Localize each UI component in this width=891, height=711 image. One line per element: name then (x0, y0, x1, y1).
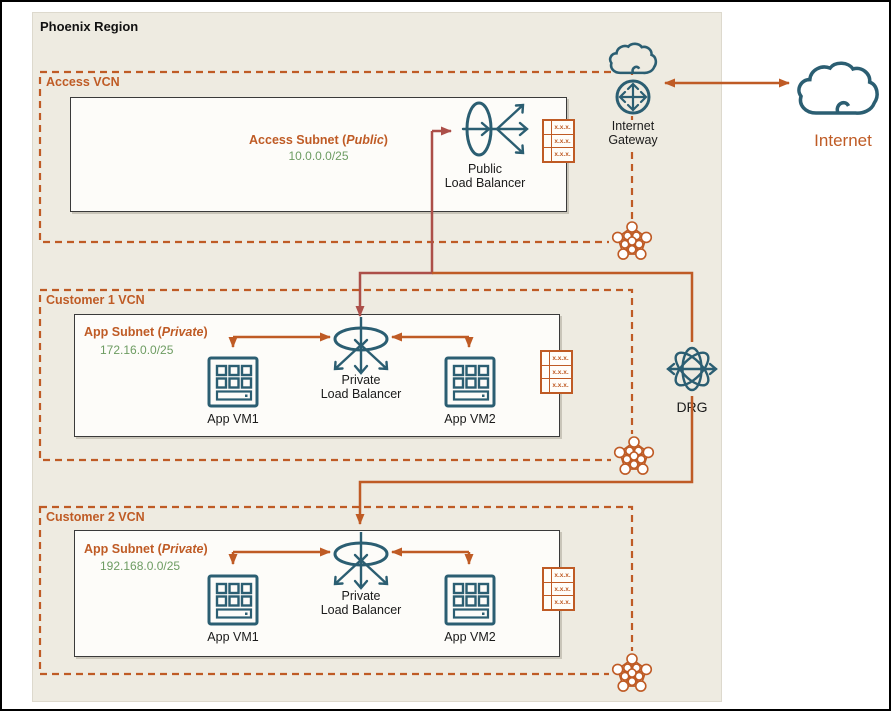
route-table-cell (544, 134, 552, 148)
customer2-vcn-border (38, 505, 634, 676)
customer2-vcn-label: Customer 2 VCN (46, 510, 145, 524)
access-subnet-kind: Public (346, 133, 384, 147)
route-table-cell (544, 582, 552, 596)
internet-label: Internet (814, 131, 872, 150)
route-table-entry: x.x.x. (554, 137, 571, 145)
customer2-vm2-label: App VM2 (444, 630, 496, 644)
access-subnet-name: Access Subnet ( (249, 133, 347, 147)
route-table-cell (544, 148, 552, 162)
security-list-icon-access (609, 219, 655, 265)
security-list-icon-customer2 (609, 651, 655, 697)
security-list-icon-customer1 (611, 434, 657, 480)
internet-gateway-cloud-icon (608, 42, 658, 75)
customer1-vm1-label: App VM1 (207, 412, 259, 426)
route-table-row: x.x.x. (544, 596, 573, 610)
route-table-entry: x.x.x. (554, 599, 571, 607)
internet-gateway-label-line1: Internet (611, 119, 655, 133)
customer2-subnet-cidr: 192.168.0.0/25 (100, 559, 181, 573)
public-lb-label: Public Load Balancer (425, 162, 545, 190)
customer1-private-lb-label-line1: Private (341, 373, 381, 387)
app-vm1-icon-customer1 (207, 356, 259, 408)
access-vcn-label: Access VCN (46, 75, 120, 89)
internet-gateway-icon (615, 79, 651, 115)
customer2-subnet-kind: Private (161, 542, 204, 556)
access-subnet-close: ) (383, 133, 388, 147)
private-load-balancer-icon-customer2 (333, 532, 389, 590)
route-table-row: x.x.x. (544, 148, 573, 162)
customer1-subnet-label: App Subnet (Private) (84, 325, 208, 339)
route-table-row: x.x.x. (544, 582, 573, 597)
customer2-private-lb-label: Private Load Balancer (301, 589, 421, 617)
region-title: Phoenix Region (40, 19, 139, 34)
customer2-route-table-icon: x.x.x. x.x.x. x.x.x. (542, 567, 575, 611)
customer1-vm2-label: App VM2 (444, 412, 496, 426)
public-lb-label-line1: Public (467, 162, 503, 176)
customer1-private-lb-label-line2: Load Balancer (320, 386, 402, 401)
customer2-vm1-label: App VM1 (207, 630, 259, 644)
route-table-cell (542, 379, 550, 393)
customer2-private-lb-label-line1: Private (341, 589, 381, 603)
customer1-private-lb-label: Private Load Balancer (301, 373, 421, 401)
route-table-cell (544, 121, 552, 134)
internet-gateway-label-line2: Gateway (608, 132, 658, 147)
customer1-subnet-close: ) (203, 325, 208, 339)
route-table-entry: x.x.x. (554, 571, 571, 579)
customer2-private-lb-label-line2: Load Balancer (320, 602, 402, 617)
route-table-row: x.x.x. (542, 379, 571, 393)
drg-label: DRG (676, 399, 708, 415)
app-vm1-icon-customer2 (207, 574, 259, 626)
route-table-cell (542, 352, 550, 365)
access-vcn-border (38, 70, 634, 244)
customer1-subnet-cidr: 172.16.0.0/25 (100, 343, 174, 357)
app-vm2-icon-customer2 (444, 574, 496, 626)
route-table-entry: x.x.x. (552, 368, 569, 376)
route-table-row: x.x.x. (542, 365, 571, 380)
internet-cloud-icon (797, 61, 879, 115)
drg-icon (665, 342, 719, 396)
access-subnet-cidr: 10.0.0.0/25 (288, 149, 349, 163)
route-table-entry: x.x.x. (554, 123, 571, 131)
route-table-entry: x.x.x. (552, 354, 569, 362)
customer1-subnet-kind: Private (161, 325, 204, 339)
route-table-row: x.x.x. (542, 352, 571, 366)
customer2-subnet-close: ) (203, 542, 208, 556)
route-table-row: x.x.x. (544, 569, 573, 583)
customer1-vcn-border (38, 288, 634, 462)
route-table-row: x.x.x. (544, 121, 573, 135)
route-table-cell (544, 596, 552, 610)
customer1-route-table-icon: x.x.x. x.x.x. x.x.x. (540, 350, 573, 394)
customer1-vcn-label: Customer 1 VCN (46, 293, 145, 307)
public-load-balancer-icon (461, 101, 529, 157)
internet-gateway-label: Internet Gateway (599, 119, 667, 147)
customer2-subnet-name: App Subnet ( (84, 542, 162, 556)
customer2-subnet-label: App Subnet (Private) (84, 542, 208, 556)
route-table-cell (542, 365, 550, 379)
route-table-entry: x.x.x. (554, 151, 571, 159)
access-route-table-icon: x.x.x. x.x.x. x.x.x. (542, 119, 575, 163)
route-table-entry: x.x.x. (552, 382, 569, 390)
customer1-subnet-name: App Subnet ( (84, 325, 162, 339)
route-table-entry: x.x.x. (554, 585, 571, 593)
app-vm2-icon-customer1 (444, 356, 496, 408)
public-lb-label-line2: Load Balancer (444, 175, 526, 190)
route-table-row: x.x.x. (544, 134, 573, 149)
private-load-balancer-icon-customer1 (333, 317, 389, 375)
route-table-cell (544, 569, 552, 582)
